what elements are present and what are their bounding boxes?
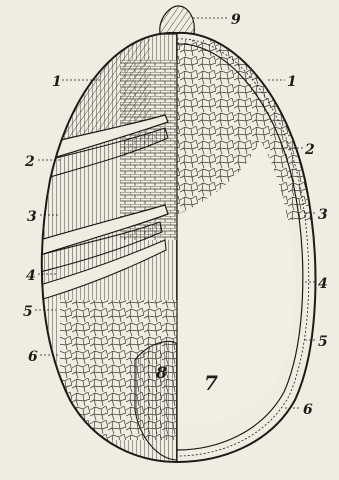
label-center-8: 8 <box>155 363 167 382</box>
label-left-2: 2 <box>24 154 35 170</box>
label-center-7: 7 <box>204 371 218 395</box>
grain-tip <box>160 6 195 34</box>
label-left-5: 5 <box>23 304 33 320</box>
label-right-3: 3 <box>318 207 328 223</box>
label-right-4: 4 <box>318 276 328 292</box>
label-right-5: 5 <box>318 334 328 350</box>
left-exterior-layers <box>40 30 177 470</box>
label-right-6: 6 <box>303 402 313 418</box>
label-right-2: 2 <box>304 142 315 158</box>
label-right-1: 1 <box>287 74 297 90</box>
label-left-1: 1 <box>52 74 62 90</box>
label-left-3: 3 <box>27 209 37 225</box>
label-top: 9 <box>231 12 241 28</box>
label-left-4: 4 <box>26 268 36 284</box>
label-left-6: 6 <box>28 349 38 365</box>
